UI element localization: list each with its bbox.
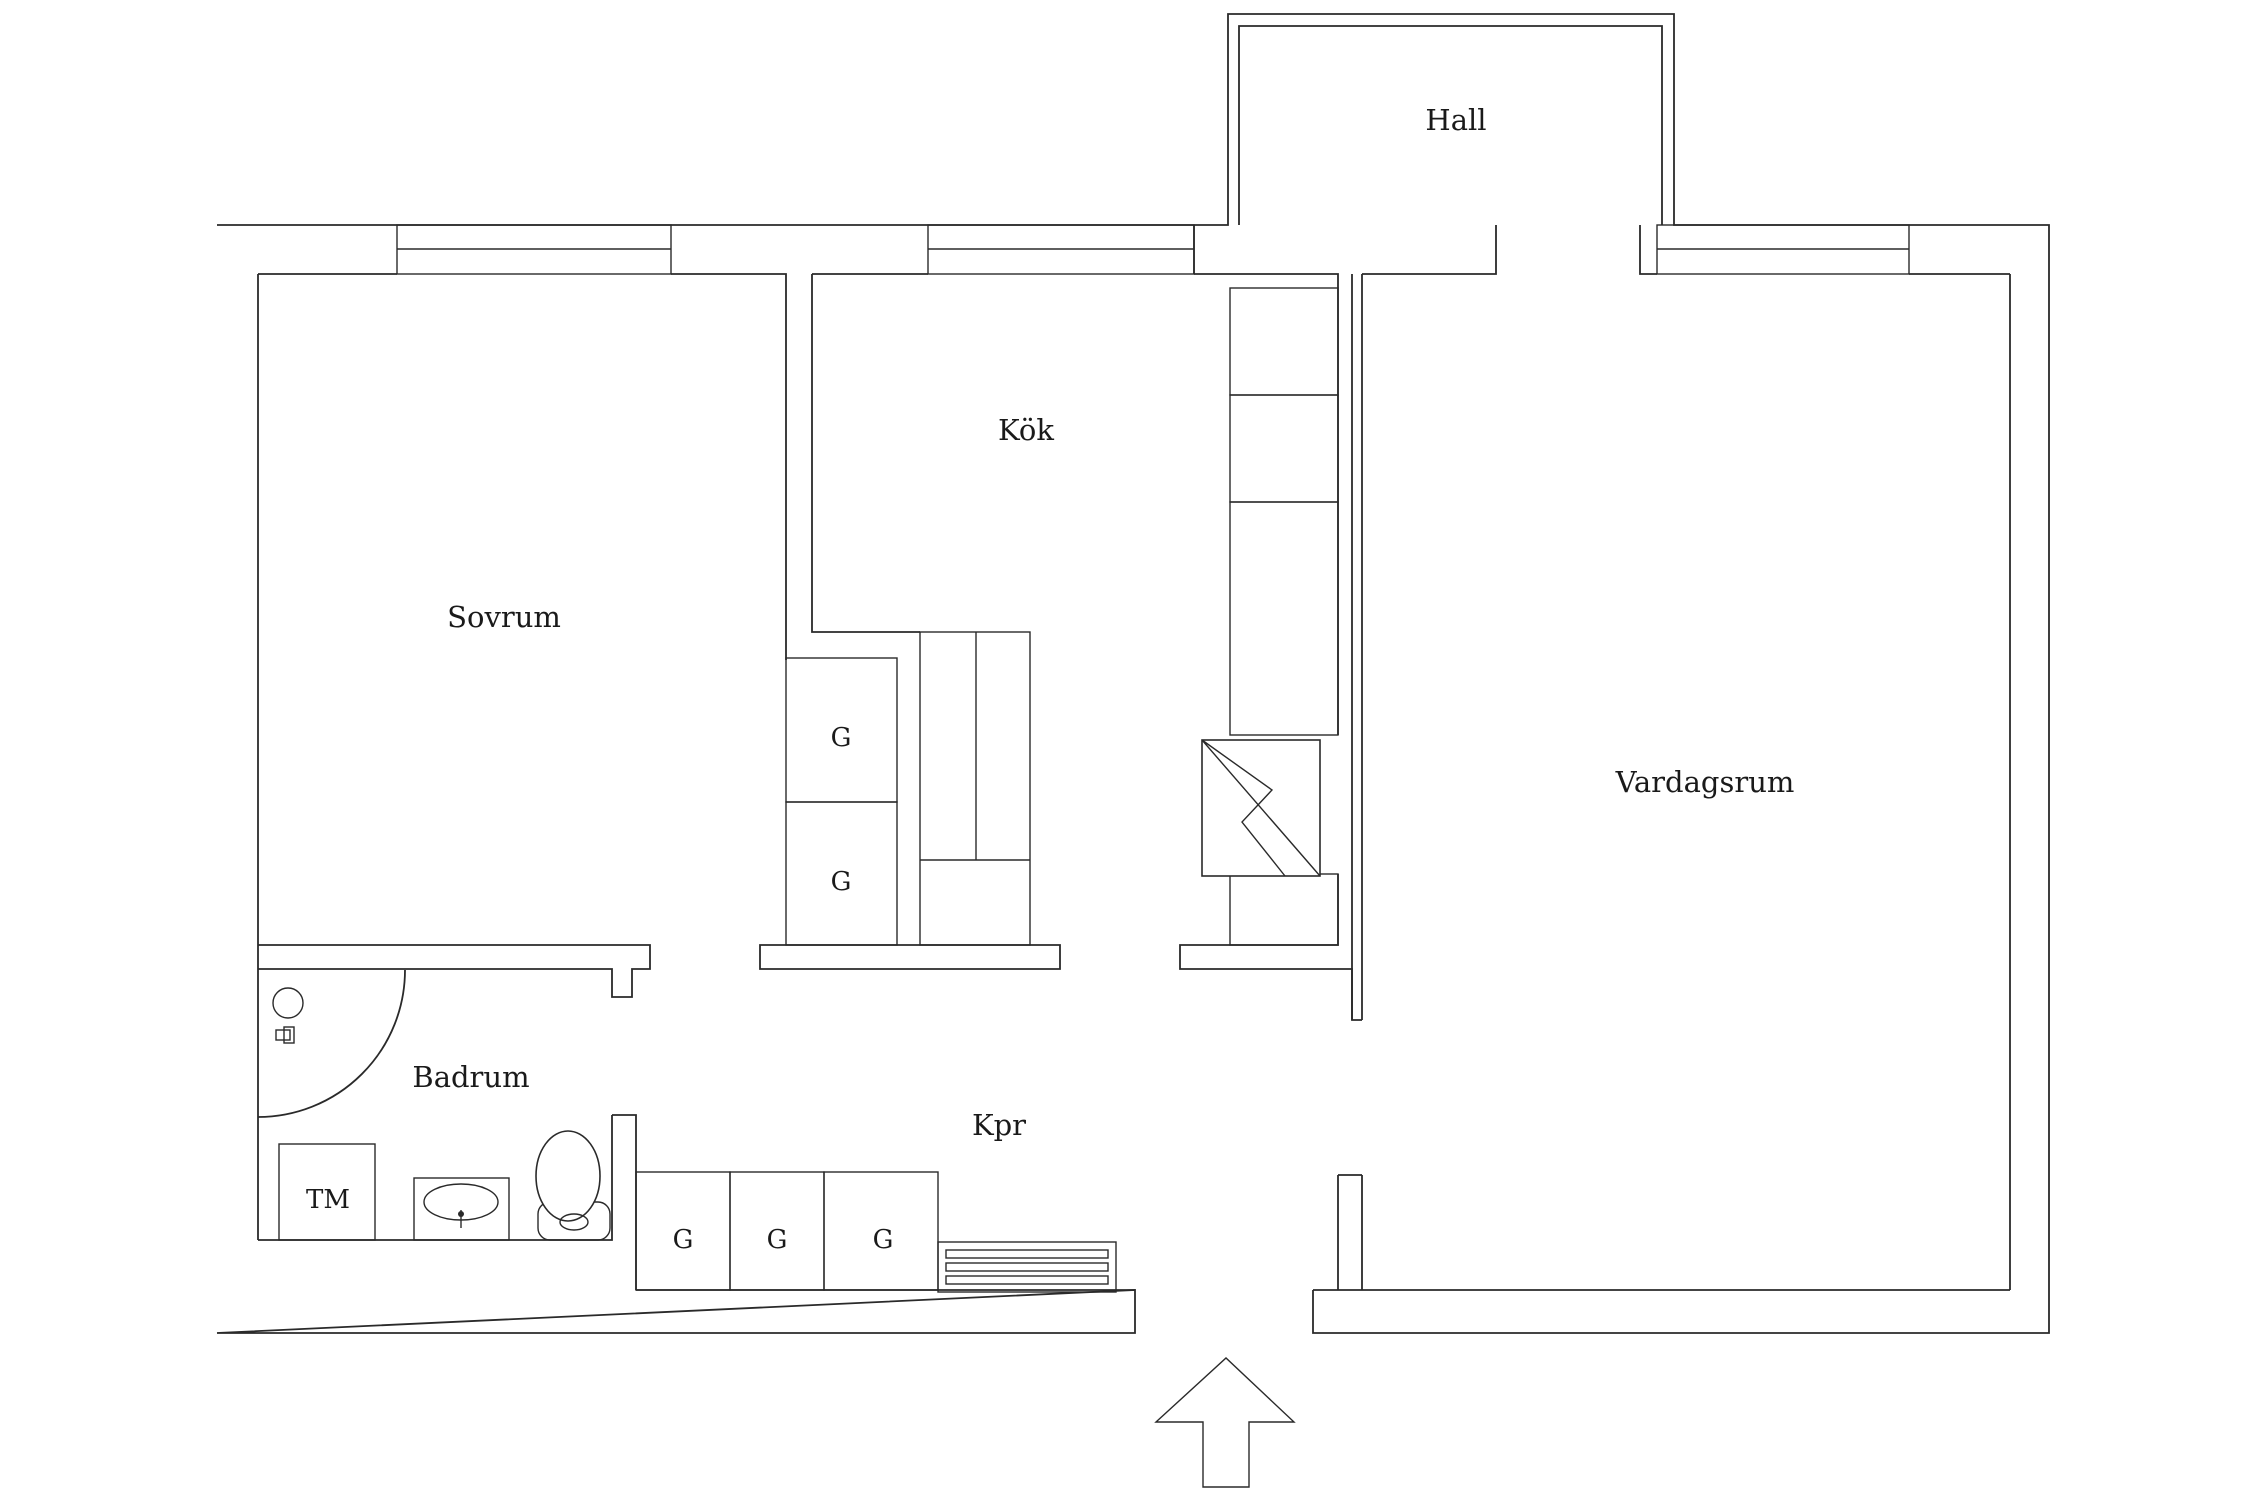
- windows: [396, 224, 1910, 275]
- room-label-kitchen: Kök: [998, 413, 1054, 447]
- sink-icon: [413, 1177, 510, 1241]
- wardrobe-label: G: [831, 723, 852, 753]
- wardrobe-2: [785, 801, 898, 946]
- room-labels: Hall Kök Sovrum Vardagsrum Badrum Kpr: [412, 103, 1794, 1142]
- wardrobe-5: [823, 1171, 939, 1291]
- room-label-living-room: Vardagsrum: [1615, 765, 1795, 799]
- wardrobe-label: G: [831, 867, 852, 897]
- wardrobe-label: G: [673, 1225, 694, 1255]
- washing-machine-label: TM: [306, 1185, 350, 1215]
- wardrobe-label: G: [873, 1225, 894, 1255]
- room-label-bathroom: Badrum: [412, 1060, 529, 1094]
- wardrobe-label: G: [767, 1225, 788, 1255]
- corridor-wardrobes: G G G: [635, 1171, 939, 1291]
- bedroom-walls: [258, 273, 787, 998]
- entrance-arrow-icon: [1154, 1357, 1296, 1488]
- chimney-icon: [1201, 739, 1321, 877]
- room-label-hall: Hall: [1425, 103, 1486, 137]
- kitchen-counter: [919, 631, 1031, 946]
- toilet-icon: [535, 1130, 611, 1241]
- living-room-walls: [1337, 225, 2010, 1290]
- shower-icon: [257, 969, 406, 1118]
- outer-walls: [216, 13, 2050, 1334]
- room-label-corridor: Kpr: [972, 1108, 1026, 1142]
- radiator-icon: [937, 1241, 1117, 1293]
- room-label-bedroom: Sovrum: [447, 600, 561, 634]
- washing-machine: TM: [278, 1143, 376, 1241]
- wardrobe-column: G G: [785, 657, 898, 946]
- kitchen-walls: [759, 225, 1362, 1021]
